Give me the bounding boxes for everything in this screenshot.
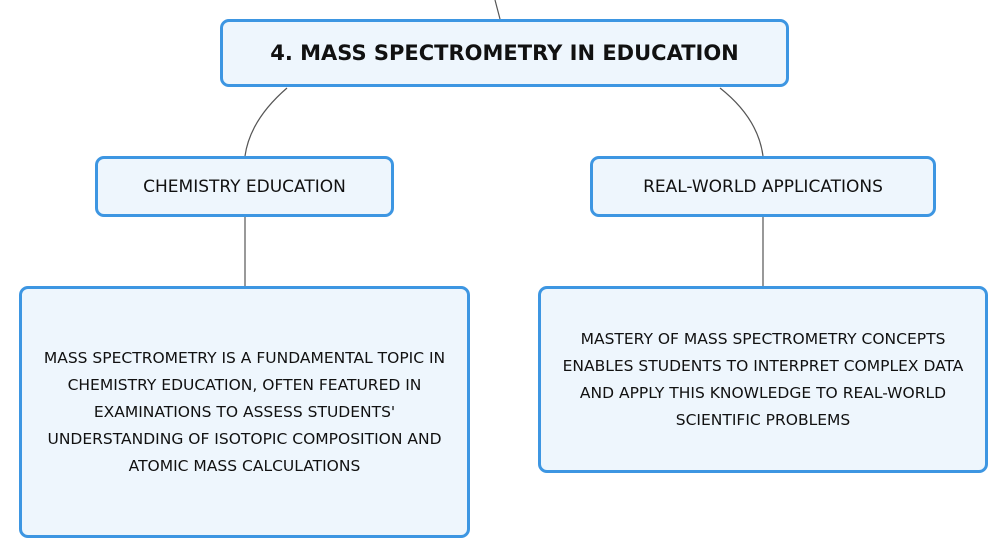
main-topic-node[interactable]: 4. MASS SPECTROMETRY IN EDUCATION [220, 19, 789, 87]
connector-real-world [719, 87, 764, 157]
real-world-applications-detail-text: MASTERY OF MASS SPECTROMETRY CONCEPTS EN… [562, 329, 964, 429]
connector-parent [494, 0, 501, 20]
connector-chemistry [244, 87, 288, 157]
chemistry-education-node[interactable]: CHEMISTRY EDUCATION [95, 156, 394, 217]
chemistry-education-detail-node[interactable]: MASS SPECTROMETRY IS A FUNDAMENTAL TOPIC… [19, 286, 470, 538]
main-topic-label: 4. MASS SPECTROMETRY IN EDUCATION [270, 41, 739, 65]
chemistry-education-label: CHEMISTRY EDUCATION [143, 176, 346, 197]
real-world-applications-node[interactable]: REAL-WORLD APPLICATIONS [590, 156, 936, 217]
real-world-applications-label: REAL-WORLD APPLICATIONS [643, 176, 883, 197]
real-world-applications-detail-node[interactable]: MASTERY OF MASS SPECTROMETRY CONCEPTS EN… [538, 286, 988, 473]
chemistry-education-detail-text: MASS SPECTROMETRY IS A FUNDAMENTAL TOPIC… [43, 348, 446, 475]
